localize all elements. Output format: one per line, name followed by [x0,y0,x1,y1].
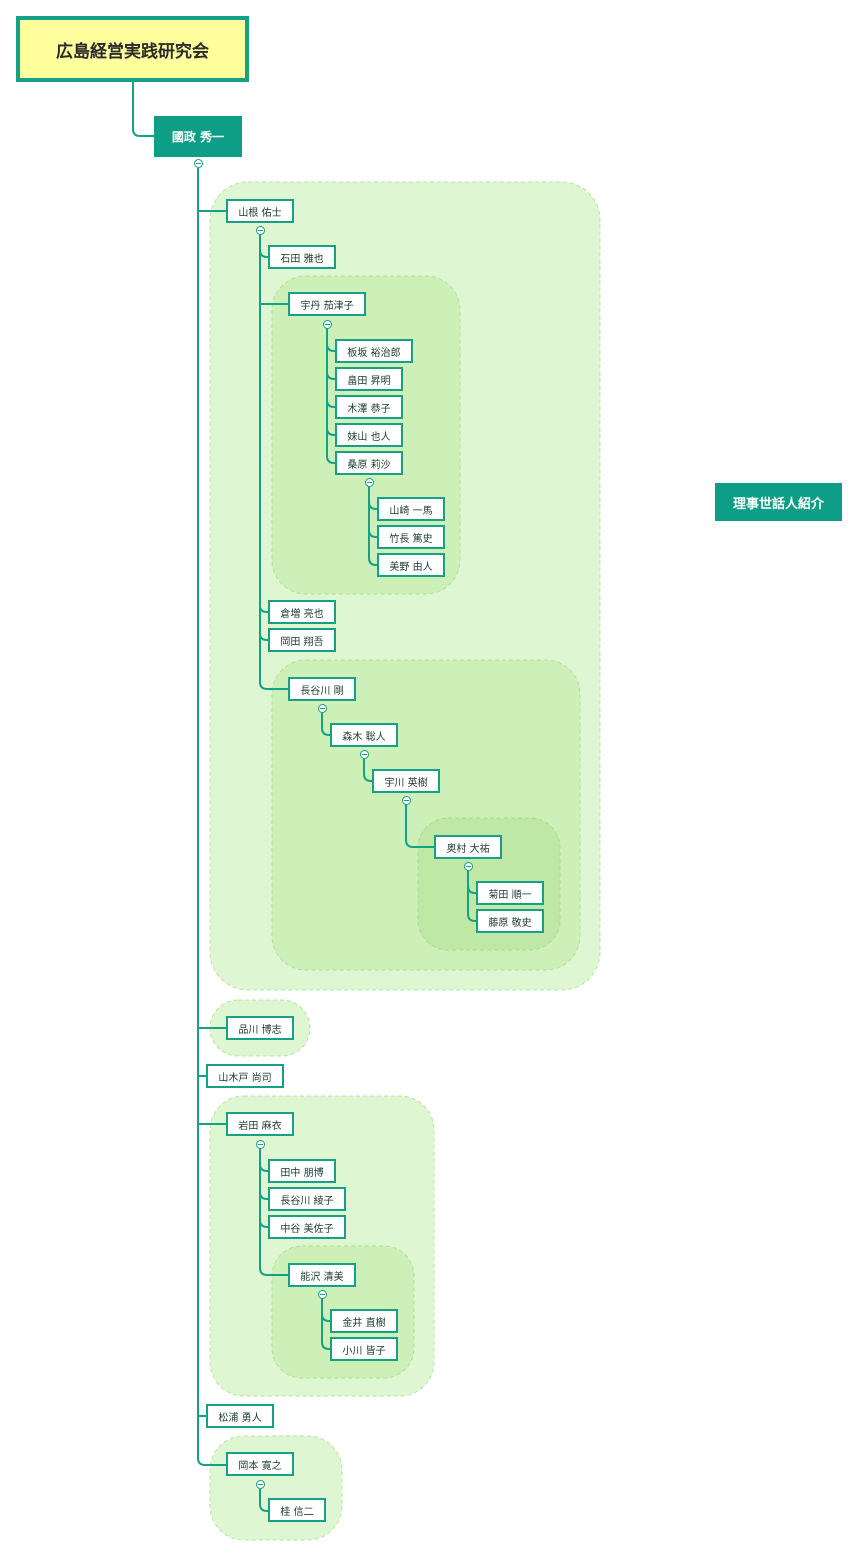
line-to-katsura [259,1488,268,1512]
line-to-nakatani [259,1219,268,1228]
topic-yamasaki[interactable]: 山崎 一馬 [377,497,445,521]
topic-takenaga[interactable]: 竹長 篤史 [377,525,445,549]
line-yamane-spine [259,234,288,690]
branch-lines [132,82,476,1512]
line-to-kizawa [326,399,335,408]
collapse-toggle-icon[interactable] [464,862,473,871]
topic-hatada[interactable]: 畠田 昇明 [335,367,403,391]
line-to-moriki [321,712,330,736]
line-to-takenaga [368,529,377,538]
line-to-okada [259,633,268,641]
collapse-toggle-icon[interactable] [194,159,203,168]
topic-nakatani[interactable]: 中谷 美佐子 [268,1215,346,1239]
line-to-ishida [259,249,268,258]
collapse-toggle-icon[interactable] [318,704,327,713]
line-to-ukawa [363,758,372,782]
boundary-clouds [209,181,601,1541]
collapse-toggle-icon[interactable] [256,1480,265,1489]
line-nozawa-spine [321,1298,330,1350]
topic-shinagawa[interactable]: 品川 博志 [226,1016,294,1040]
topic-utan[interactable]: 宇丹 茄津子 [288,292,366,316]
line-leader-spine [197,168,226,1466]
topic-mino[interactable]: 美野 由人 [377,553,445,577]
line-iwata-spine [259,1148,288,1276]
topic-okada[interactable]: 岡田 翔吾 [268,628,336,652]
topic-kuwahara[interactable]: 桑原 莉沙 [335,451,403,475]
topic-tanaka[interactable]: 田中 朋博 [268,1159,336,1183]
collapse-toggle-icon[interactable] [360,750,369,759]
line-to-tanaka [259,1163,268,1172]
topic-hasegawa-ayako[interactable]: 長谷川 綾子 [268,1187,346,1211]
line-to-kuramasu [259,605,268,613]
topic-okamoto[interactable]: 岡本 寛之 [226,1452,294,1476]
collapse-toggle-icon[interactable] [323,320,332,329]
collapse-toggle-icon[interactable] [256,226,265,235]
topic-katsura[interactable]: 桂 信二 [268,1498,326,1522]
line-to-kikuta [467,885,476,894]
line-to-yamasaki [368,501,377,510]
collapse-toggle-icon[interactable] [318,1290,327,1299]
root-topic[interactable]: 広島経営実践研究会 [16,16,249,82]
topic-kuramasu[interactable]: 倉増 亮也 [268,600,336,624]
topic-fujiwara[interactable]: 藤原 敬史 [476,909,544,933]
topic-iwata[interactable]: 岩田 麻衣 [226,1112,294,1136]
collapse-toggle-icon[interactable] [256,1140,265,1149]
line-to-hasegawa-ayako [259,1191,268,1200]
topic-itasaka[interactable]: 板坂 裕治郎 [335,339,413,363]
collapse-toggle-icon[interactable] [402,796,411,805]
line-to-kanai [321,1313,330,1322]
topic-moriki[interactable]: 森木 聡人 [330,723,398,747]
line-root-to-leader [132,82,154,137]
line-utan-spine [326,328,335,464]
topic-ukawa[interactable]: 宇川 英樹 [372,769,440,793]
topic-nozawa[interactable]: 能沢 清美 [288,1263,356,1287]
topic-seyama[interactable]: 妹山 也人 [335,423,403,447]
topic-ishida[interactable]: 石田 雅也 [268,245,336,269]
topic-hasegawa-tsuyoshi[interactable]: 長谷川 剛 [288,677,356,701]
topic-yamakido[interactable]: 山木戸 尚司 [206,1064,284,1088]
line-to-itasaka [326,343,335,352]
line-to-hatada [326,371,335,380]
topic-kikuta[interactable]: 菊田 順一 [476,881,544,905]
line-okumura-spine [467,870,476,922]
side-topic[interactable]: 理事世話人紹介 [715,483,842,521]
topic-ogawa[interactable]: 小川 皆子 [330,1337,398,1361]
topic-matsuura[interactable]: 松浦 勇人 [206,1404,274,1428]
leader-topic[interactable]: 國政 秀一 [154,116,242,157]
line-to-seyama [326,427,335,436]
topic-kizawa[interactable]: 木澤 恭子 [335,395,403,419]
line-kuwahara-spine [368,486,377,566]
topic-yamane[interactable]: 山根 佑士 [226,199,294,223]
collapse-toggle-icon[interactable] [365,478,374,487]
topic-okumura[interactable]: 奥村 大祐 [434,835,502,859]
line-to-okumura [405,804,434,848]
topic-kanai[interactable]: 金井 直樹 [330,1309,398,1333]
